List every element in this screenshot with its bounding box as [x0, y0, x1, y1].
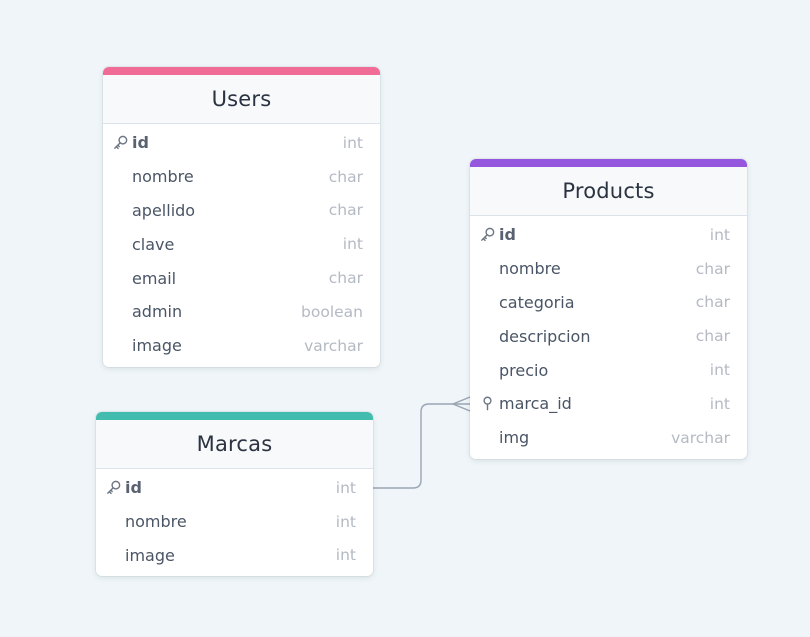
field-name: descripcion — [499, 326, 591, 346]
key-icon — [481, 227, 495, 241]
field-type: char — [695, 293, 730, 312]
field-name: nombre — [132, 167, 194, 187]
field-type: char — [328, 201, 363, 220]
table-color-bar — [96, 412, 373, 420]
field-type: int — [335, 478, 356, 497]
field-row[interactable]: id int — [96, 471, 373, 505]
table-color-bar — [470, 159, 747, 167]
field-row[interactable]: image int — [96, 539, 373, 573]
field-type: int — [709, 225, 730, 244]
field-type: char — [328, 269, 363, 288]
table-products[interactable]: Products id int nombre char categoria ch… — [470, 159, 747, 459]
field-name: categoria — [499, 292, 575, 312]
field-type: int — [709, 394, 730, 413]
field-type: int — [709, 361, 730, 380]
field-list: id int nombre int image int — [96, 469, 373, 576]
field-row[interactable]: precio int — [470, 353, 747, 387]
table-title[interactable]: Marcas — [96, 420, 373, 469]
field-name: id — [132, 133, 149, 153]
key-icon — [107, 480, 121, 494]
field-type: varchar — [304, 336, 363, 355]
field-name: admin — [132, 302, 183, 322]
field-name: email — [132, 268, 177, 288]
foreign-key-icon — [483, 396, 492, 411]
field-row[interactable]: marca_id int — [470, 387, 747, 421]
field-type: int — [342, 133, 363, 152]
field-name: marca_id — [499, 394, 572, 414]
key-icon — [114, 135, 128, 149]
field-type: varchar — [671, 428, 730, 447]
table-users[interactable]: Users id int nombre char apellido char c… — [103, 67, 380, 367]
field-type: int — [335, 546, 356, 565]
field-list: id int nombre char categoria char descri… — [470, 216, 747, 459]
field-row[interactable]: descripcion char — [470, 319, 747, 353]
field-type: char — [695, 327, 730, 346]
field-name: image — [125, 545, 175, 565]
field-name: nombre — [499, 259, 561, 279]
field-name: id — [125, 478, 142, 498]
field-row[interactable]: categoria char — [470, 286, 747, 320]
field-type: int — [335, 512, 356, 531]
field-row[interactable]: nombre int — [96, 505, 373, 539]
table-title[interactable]: Products — [470, 167, 747, 216]
field-row[interactable]: nombre char — [470, 252, 747, 286]
field-row[interactable]: admin boolean — [103, 295, 380, 329]
field-row[interactable]: nombre char — [103, 160, 380, 194]
table-marcas[interactable]: Marcas id int nombre int image int — [96, 412, 373, 577]
field-type: boolean — [301, 302, 363, 321]
field-list: id int nombre char apellido char clave i… — [103, 124, 380, 367]
table-color-bar — [103, 67, 380, 75]
field-name: nombre — [125, 512, 187, 532]
field-name: id — [499, 225, 516, 245]
table-title[interactable]: Users — [103, 75, 380, 124]
field-row[interactable]: id int — [103, 126, 380, 160]
crowfoot-marker — [451, 396, 471, 412]
field-name: apellido — [132, 200, 196, 220]
field-row[interactable]: img varchar — [470, 421, 747, 455]
field-name: clave — [132, 234, 175, 254]
field-type: char — [695, 259, 730, 278]
field-row[interactable]: apellido char — [103, 194, 380, 228]
field-row[interactable]: email char — [103, 261, 380, 295]
field-row[interactable]: id int — [470, 218, 747, 252]
relation-line-marcas-products[interactable] — [373, 403, 470, 489]
field-name: img — [499, 428, 530, 448]
field-type: char — [328, 167, 363, 186]
field-row[interactable]: clave int — [103, 227, 380, 261]
field-name: precio — [499, 360, 549, 380]
field-name: image — [132, 336, 182, 356]
field-type: int — [342, 235, 363, 254]
field-row[interactable]: image varchar — [103, 329, 380, 363]
